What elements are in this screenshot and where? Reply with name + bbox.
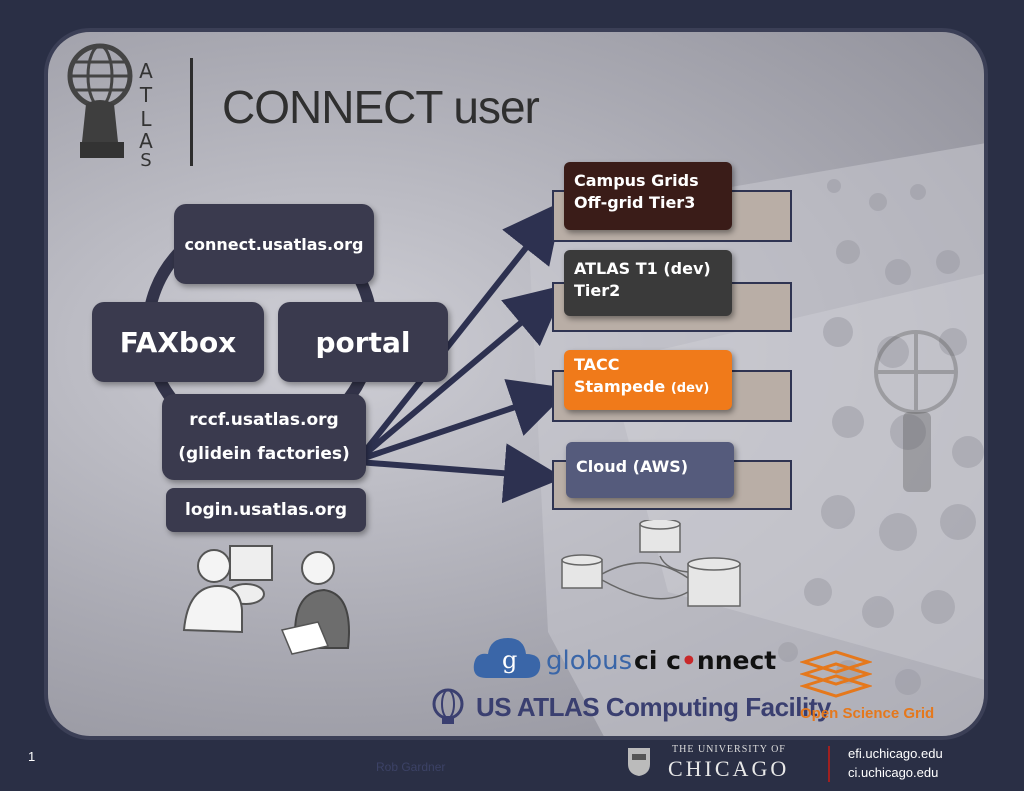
target-campus-grids: Campus Grids Off-grid Tier3	[564, 162, 732, 230]
target-1-line2: Off-grid Tier3	[574, 193, 696, 212]
target-4-line1: Cloud (AWS)	[576, 457, 689, 476]
connect-node: connect.usatlas.org	[174, 204, 374, 284]
svg-text:S: S	[140, 150, 151, 168]
target-2-line2: Tier2	[574, 281, 621, 300]
slide-number: 1	[28, 749, 36, 764]
rccf-line2: (glidein factories)	[178, 444, 350, 464]
target-3-line2: Stampede	[574, 377, 666, 396]
svg-text:A: A	[139, 129, 153, 153]
slide-title: CONNECT user	[222, 81, 540, 133]
atlas-logo-icon: A T L A S	[67, 43, 153, 168]
target-2-line1: ATLAS T1 (dev)	[574, 259, 711, 278]
ciconnect-pre: ci c	[634, 646, 681, 675]
target-1-line1: Campus Grids	[574, 171, 699, 190]
svg-text:T: T	[139, 83, 153, 107]
footer-site-2: ci.uchicago.edu	[848, 765, 939, 780]
portal-node: portal	[278, 302, 448, 382]
target-3-line1: TACC	[574, 355, 620, 374]
ciconnect-logo: ci c•nnect	[634, 646, 777, 675]
svg-text:L: L	[140, 107, 152, 131]
title-divider	[190, 58, 193, 166]
usatlas-logo-text: US ATLAS Computing Facility	[476, 692, 831, 722]
footer-divider	[828, 746, 830, 782]
uc-big-text: CHICAGO	[668, 756, 790, 781]
target-3-suffix: (dev)	[670, 381, 710, 396]
rccf-node: rccf.usatlas.org (glidein factories)	[162, 394, 366, 480]
rccf-line1: rccf.usatlas.org	[189, 410, 339, 430]
usatlas-globe-icon	[432, 688, 464, 724]
users-illustration-icon	[182, 545, 350, 655]
osg-logo-icon	[800, 650, 872, 698]
svg-text:g: g	[502, 646, 517, 674]
globus-logo-text: globus	[546, 646, 633, 676]
uc-shield-icon	[628, 748, 650, 776]
login-node: login.usatlas.org	[166, 488, 366, 532]
target-tacc: TACC Stampede (dev)	[564, 350, 732, 410]
slide-author: Rob Gardner	[376, 760, 446, 774]
footer-site-1: efi.uchicago.edu	[848, 746, 943, 761]
database-cluster-icon	[561, 520, 741, 607]
globus-cloud-icon: g	[473, 638, 541, 678]
osg-logo-text: Open Science Grid	[800, 705, 935, 722]
target-atlas-t1: ATLAS T1 (dev) Tier2	[564, 250, 732, 316]
faxbox-node: FAXbox	[92, 302, 264, 382]
uc-small-text: THE UNIVERSITY OF	[672, 744, 786, 755]
svg-text:A: A	[139, 59, 153, 83]
target-cloud: Cloud (AWS)	[566, 442, 734, 498]
ciconnect-post: nnect	[696, 646, 777, 675]
